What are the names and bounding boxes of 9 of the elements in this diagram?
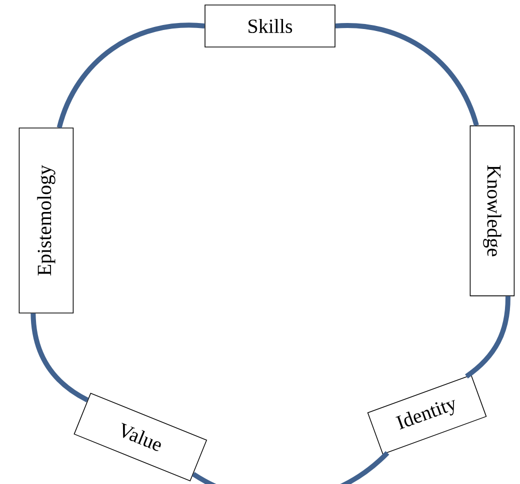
circle-arc [335,23,479,126]
label-box: Knowledge [470,125,515,296]
label-box: Skills [204,4,336,48]
label-box: Epistemology [18,128,74,314]
circle-arc [56,22,205,128]
circle-arc [192,450,390,484]
circle-arc [30,313,89,402]
circle-arc [464,296,510,378]
label-box: Identity [367,374,487,455]
